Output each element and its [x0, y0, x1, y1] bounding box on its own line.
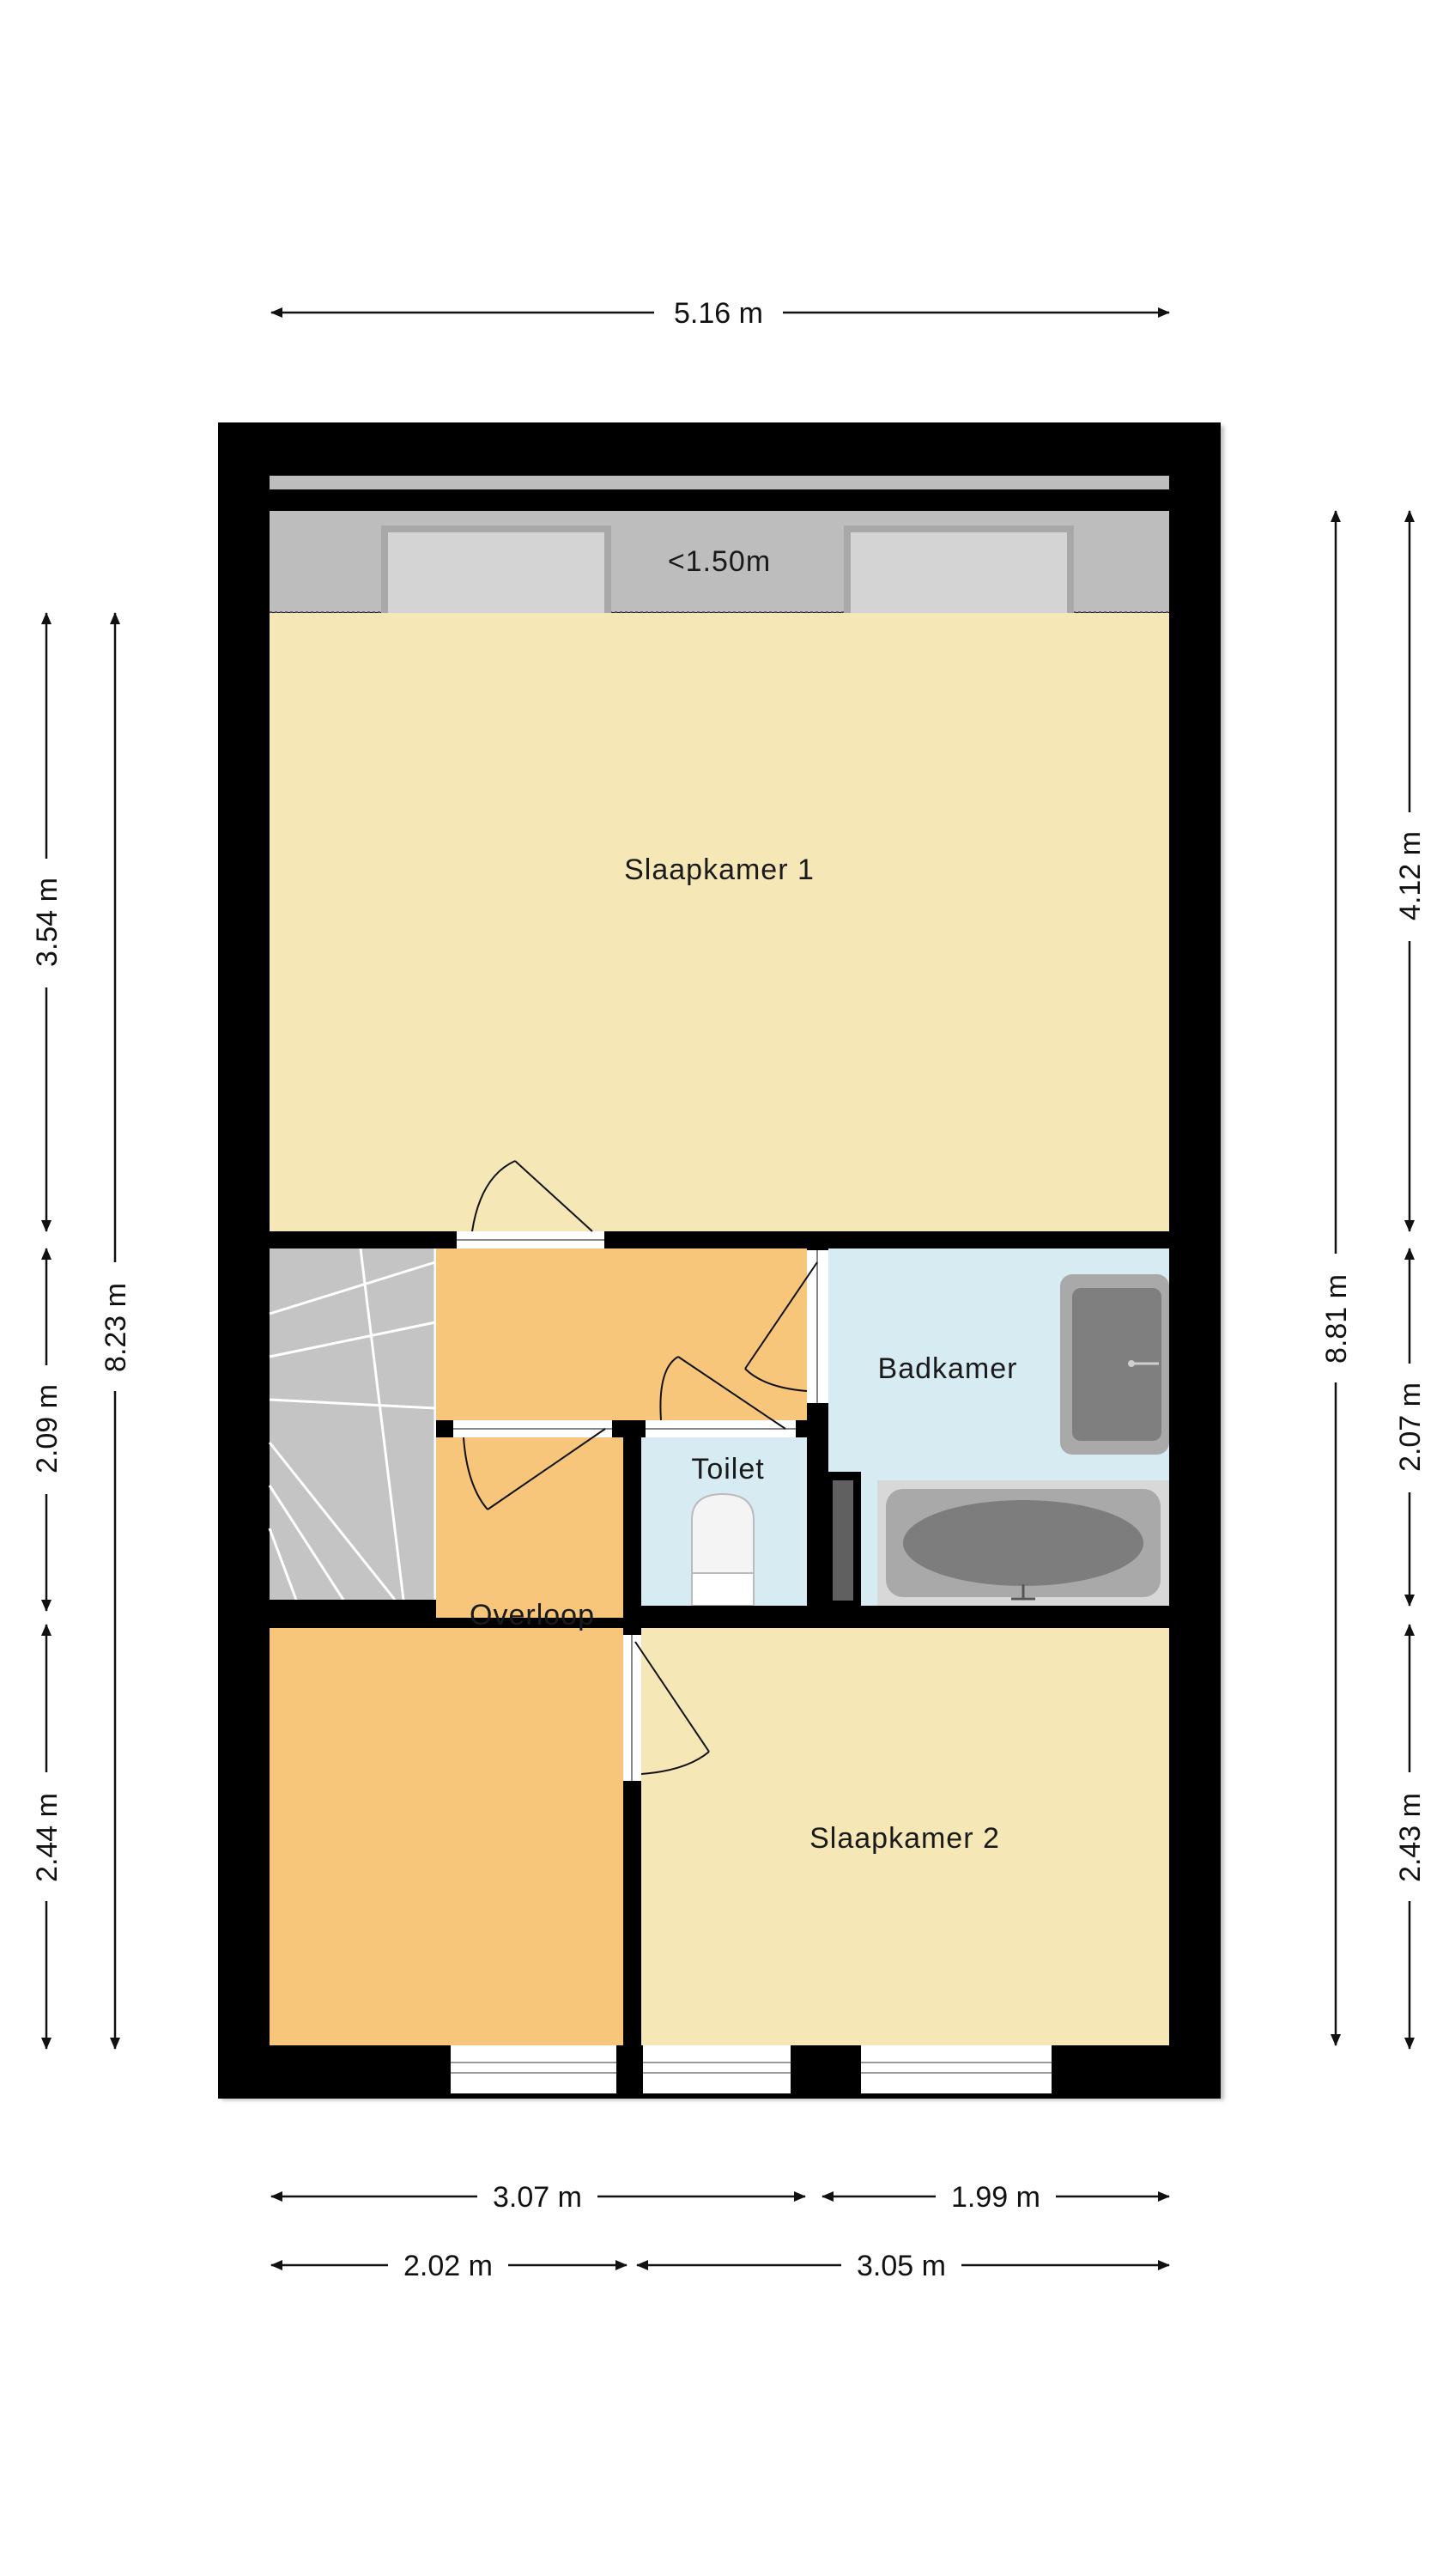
- room-label-badkamer: Badkamer: [878, 1352, 1018, 1385]
- room-label-toilet: Toilet: [691, 1453, 764, 1485]
- dimension-label: 2.07 m: [1394, 1382, 1427, 1472]
- dimension-label: 2.09 m: [31, 1384, 64, 1473]
- skylight-icon: [381, 526, 611, 627]
- dimension-top-width: 5.16 m: [270, 297, 1170, 330]
- wall: [641, 1606, 1169, 1628]
- room-overloop-lower: [436, 1437, 623, 1618]
- door-icon: [457, 1160, 604, 1249]
- bathtub-icon: [877, 1480, 1169, 1606]
- room-slaapkamer-2: [641, 1628, 1169, 2045]
- dimension-label: 1.99 m: [951, 2181, 1040, 2214]
- dimension-label: 3.07 m: [493, 2181, 582, 2214]
- dimension-right-mid: 2.07 m: [1394, 1248, 1427, 1607]
- dimension-right-top: 4.12 m: [1394, 510, 1427, 1232]
- dimension-bottom-row1-left: 3.07 m: [270, 2181, 806, 2214]
- door-icon: [646, 1356, 796, 1437]
- dimension-left-bottom: 2.44 m: [31, 1624, 64, 2050]
- roof-strip: [270, 476, 1169, 489]
- dimension-label: 2.02 m: [403, 2250, 493, 2282]
- dimension-label: 2.44 m: [31, 1793, 64, 1882]
- dimension-left-mid: 2.09 m: [31, 1248, 64, 1612]
- dimension-bottom-row2-right: 3.05 m: [636, 2250, 1170, 2282]
- door-icon: [623, 1635, 710, 1781]
- badkamer-shaft-inner: [833, 1480, 853, 1601]
- room-label-slaapkamer-1: Slaapkamer 1: [624, 854, 815, 886]
- dimension-bottom-row1-right: 1.99 m: [822, 2181, 1170, 2214]
- window-icon: [451, 2045, 616, 2093]
- room-overloop-upper: [436, 1249, 807, 1420]
- dimension-label: 2.43 m: [1394, 1793, 1427, 1882]
- dimension-bottom-row2-left: 2.02 m: [270, 2250, 627, 2282]
- window-icon: [861, 2045, 1052, 2093]
- dimension-label: 3.54 m: [31, 878, 64, 967]
- toilet-icon: [691, 1492, 755, 1607]
- wall: [270, 1231, 1169, 1249]
- room-overloop-main: [270, 1628, 623, 2045]
- dimension-label: 8.23 m: [100, 1283, 132, 1372]
- dimension-label: 5.16 m: [674, 297, 763, 330]
- dimension-left-top: 3.54 m: [31, 612, 64, 1232]
- stair-icon: [268, 1248, 437, 1601]
- sink-icon: [1060, 1274, 1169, 1455]
- wall: [270, 1600, 435, 1628]
- dimension-label: 3.05 m: [857, 2250, 946, 2282]
- dimension-label: 4.12 m: [1394, 831, 1427, 920]
- skylight-icon: [844, 526, 1074, 627]
- dimension-right-bottom: 2.43 m: [1394, 1624, 1427, 2050]
- room-label-slaapkamer-2: Slaapkamer 2: [809, 1822, 1000, 1855]
- door-icon: [453, 1420, 612, 1510]
- dimension-right-total: 8.81 m: [1320, 510, 1353, 2046]
- room-label-overloop: Overloop: [470, 1599, 595, 1631]
- dimension-left-total: 8.23 m: [100, 612, 132, 2050]
- room-label-low-ceiling: <1.50m: [668, 545, 771, 578]
- window-icon: [643, 2045, 791, 2093]
- door-icon: [744, 1250, 828, 1403]
- dimension-label: 8.81 m: [1320, 1274, 1353, 1364]
- room-slaapkamer-1: [270, 613, 1169, 1231]
